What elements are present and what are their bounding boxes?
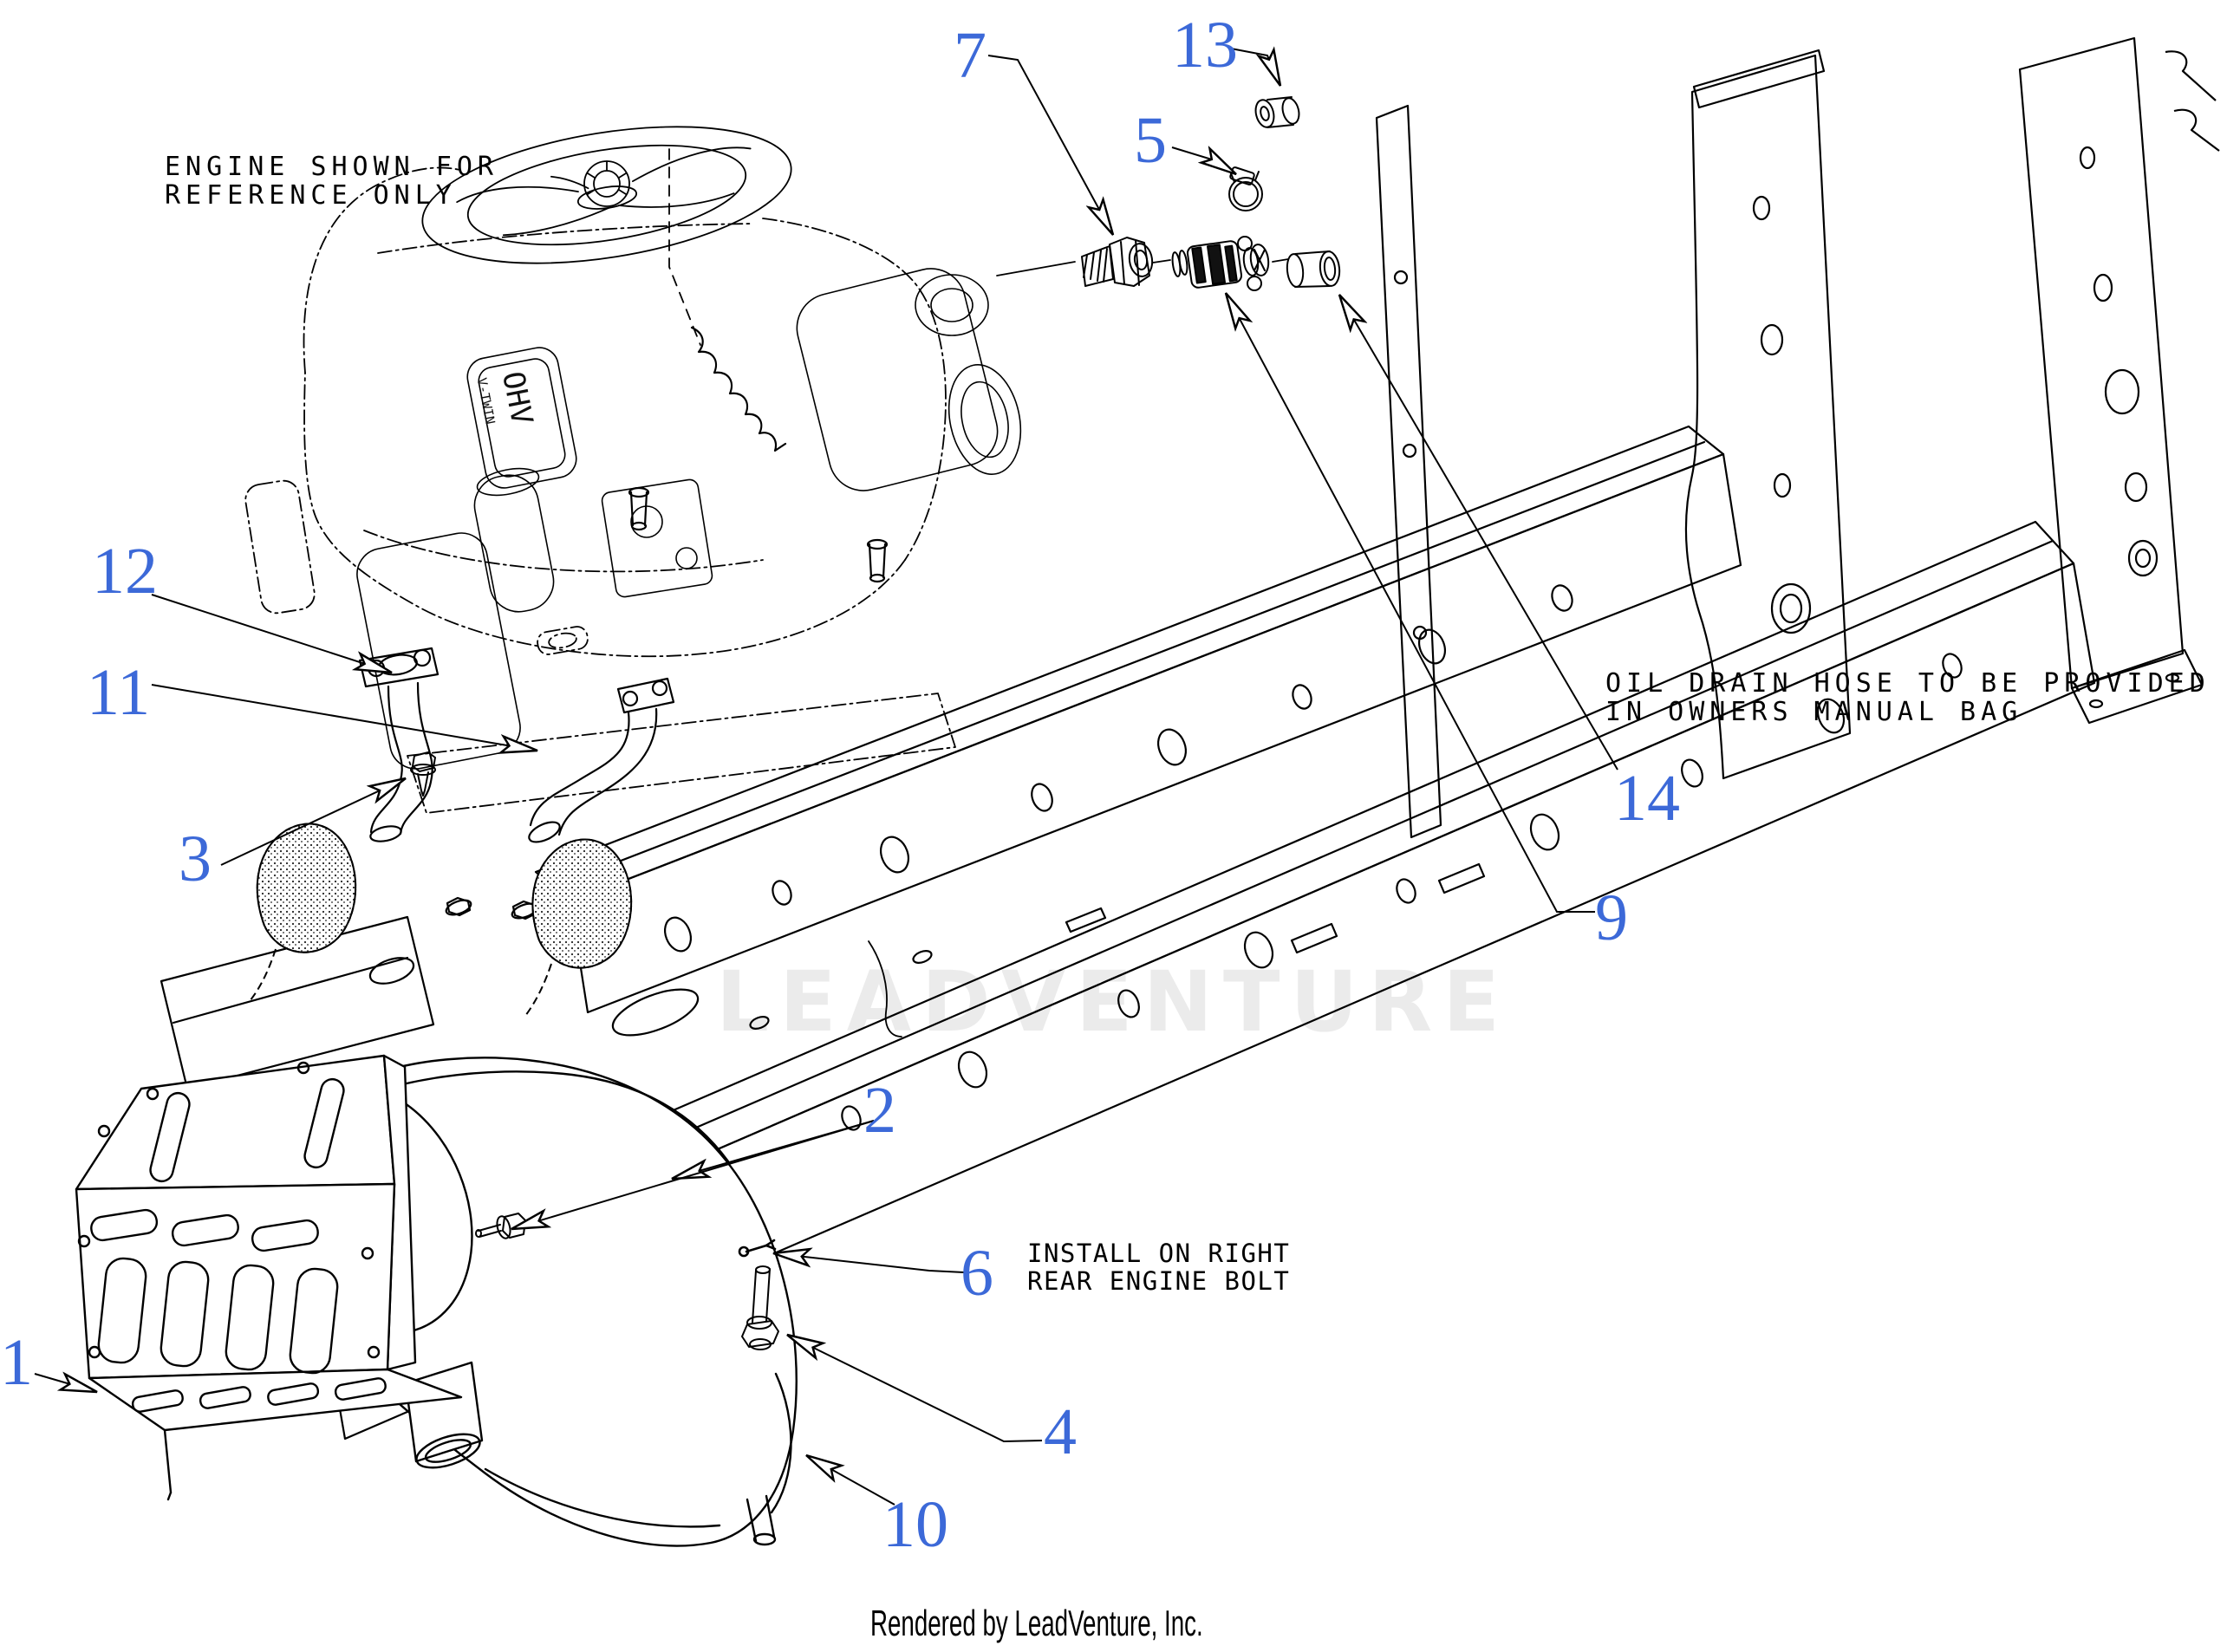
part-13-bushing-icon — [1254, 96, 1300, 128]
callout-4[interactable]: 4 — [1044, 1395, 1077, 1468]
watermark: LEADVENTURE — [716, 953, 1510, 1050]
leader-lines — [34, 49, 1618, 1506]
note-line: REAR ENGINE BOLT — [1027, 1266, 1291, 1296]
callout-9[interactable]: 9 — [1595, 881, 1628, 954]
note-line: REFERENCE ONLY — [165, 180, 457, 211]
note-line: INSTALL ON RIGHT — [1027, 1239, 1291, 1268]
callout-5[interactable]: 5 — [1134, 104, 1167, 177]
engine-reference-drawing: OHV V-TWIN — [244, 126, 1022, 814]
dipstick-icon — [583, 160, 630, 207]
engine-vtwin-label: V-TWIN — [474, 376, 498, 426]
callout-11[interactable]: 11 — [87, 656, 151, 729]
leader-line-11 — [151, 684, 537, 751]
part-9-drain-valve-icon — [1171, 236, 1270, 291]
callout-12[interactable]: 12 — [92, 535, 158, 608]
callout-2[interactable]: 2 — [863, 1074, 896, 1147]
part-6-pin-icon — [738, 1239, 777, 1258]
part-4-stud-icon — [741, 1265, 779, 1350]
note-line: OIL DRAIN HOSE TO BE PROVIDED — [1605, 668, 2211, 699]
callout-6[interactable]: 6 — [960, 1237, 993, 1310]
leader-line-7 — [987, 55, 1113, 235]
callout-3[interactable]: 3 — [179, 823, 212, 895]
flywheel-fan-icon — [421, 126, 792, 264]
footer-credit: Rendered by LeadVenture, Inc. — [870, 1603, 1203, 1643]
leader-line-5 — [1171, 147, 1236, 174]
callout-7[interactable]: 7 — [954, 19, 987, 92]
callout-14[interactable]: 14 — [1614, 762, 1680, 835]
leader-line-12 — [151, 594, 392, 673]
leader-line-13 — [1230, 49, 1280, 86]
heat-shield-drawing — [75, 1054, 463, 1501]
leader-line-3 — [220, 778, 406, 866]
part-3-bolt-icon — [410, 751, 436, 797]
frame-bolt-icon — [445, 896, 538, 920]
note-line: ENGINE SHOWN FOR — [165, 152, 498, 182]
engine-ohv-label: OHV — [495, 368, 539, 427]
leader-line-1 — [34, 1374, 97, 1392]
rear-frame-plates-drawing — [1375, 36, 2220, 839]
engine-mount-clamps-drawing — [249, 823, 633, 1017]
leader-line-9 — [1226, 293, 1595, 913]
standing-bolt-icon — [628, 486, 889, 583]
callout-13[interactable]: 13 — [1172, 9, 1238, 81]
wire-rod — [868, 940, 902, 1037]
note-engine-reference: ENGINE SHOWN FOR REFERENCE ONLY — [165, 153, 498, 210]
leader-line-10 — [806, 1455, 895, 1506]
corrugated-hose — [690, 326, 787, 452]
note-line: IN OWNERS MANUAL BAG — [1605, 697, 2023, 727]
leader-line-14 — [1339, 295, 1618, 771]
part-7-fitting-icon — [1081, 237, 1154, 287]
callout-10[interactable]: 10 — [882, 1488, 948, 1561]
note-oil-drain-hose: OIL DRAIN HOSE TO BE PROVIDED IN OWNERS … — [1605, 669, 2211, 726]
note-install-location: INSTALL ON RIGHT REAR ENGINE BOLT — [1027, 1239, 1290, 1295]
callout-1[interactable]: 1 — [0, 1326, 33, 1399]
leader-line-6 — [773, 1253, 965, 1273]
leader-line-2b — [511, 1120, 875, 1229]
part-14-cap-icon — [1286, 250, 1341, 288]
leader-line-4 — [787, 1335, 1043, 1443]
